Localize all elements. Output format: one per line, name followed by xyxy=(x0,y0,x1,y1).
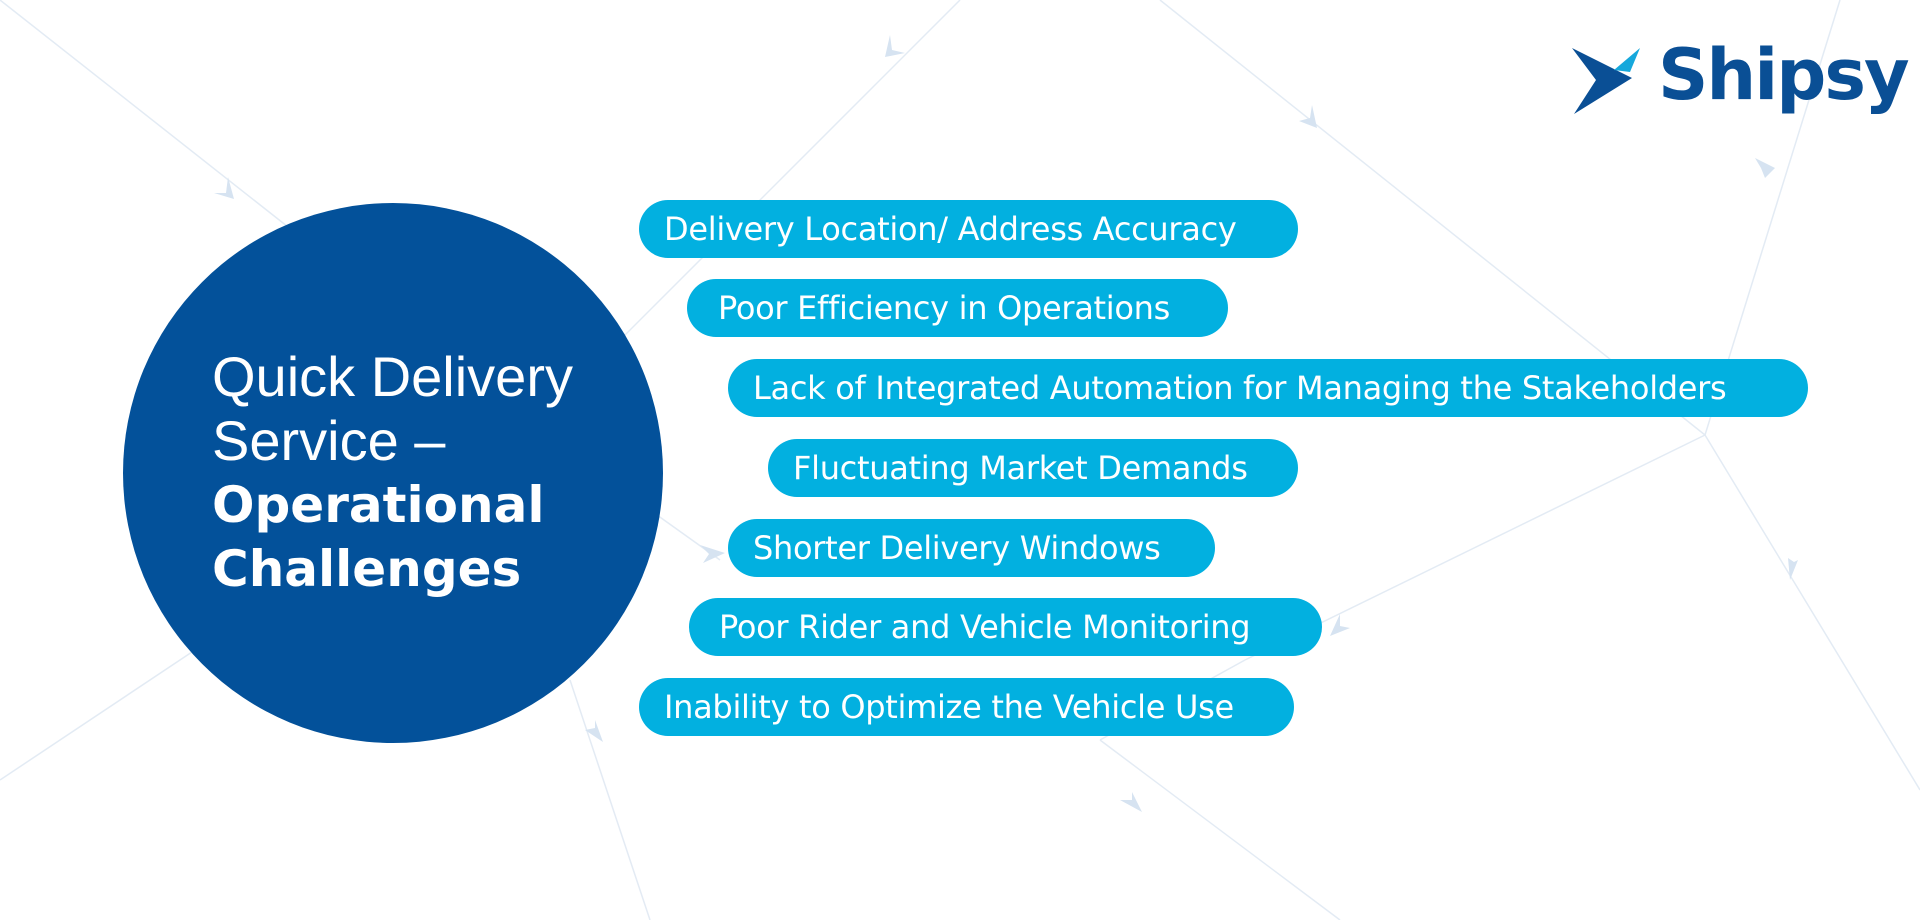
arrow-icon xyxy=(1299,105,1317,128)
title-line-1: Quick Delivery xyxy=(212,345,573,408)
arrow-icon xyxy=(1788,558,1798,580)
arrow-icon xyxy=(214,177,234,199)
challenge-pill: Fluctuating Market Demands xyxy=(768,439,1298,497)
challenge-pill: Inability to Optimize the Vehicle Use xyxy=(639,678,1294,736)
center-circle xyxy=(123,203,663,743)
center-title: Quick Delivery Service – Operational Cha… xyxy=(212,345,573,601)
title-bold-line-1: Operational xyxy=(212,476,545,534)
shipsy-bird-icon xyxy=(1572,48,1640,114)
title-bold-line-2: Challenges xyxy=(212,540,522,598)
arrow-icon xyxy=(1755,158,1775,178)
challenge-pill: Poor Efficiency in Operations xyxy=(687,279,1228,337)
arrow-icon xyxy=(585,720,603,742)
title-line-2: Service – xyxy=(212,409,446,472)
challenge-pill: Shorter Delivery Windows xyxy=(728,519,1215,577)
challenge-pill: Delivery Location/ Address Accuracy xyxy=(639,200,1298,258)
shipsy-logo[interactable]: Shipsy xyxy=(1572,40,1910,116)
arrow-icon xyxy=(700,545,725,563)
arrow-icon xyxy=(1120,792,1142,812)
arrow-icon xyxy=(1330,614,1350,636)
challenge-pill: Poor Rider and Vehicle Monitoring xyxy=(689,598,1322,656)
logo-wordmark: Shipsy xyxy=(1658,34,1910,116)
challenge-pill: Lack of Integrated Automation for Managi… xyxy=(728,359,1808,417)
arrow-icon xyxy=(885,35,905,57)
